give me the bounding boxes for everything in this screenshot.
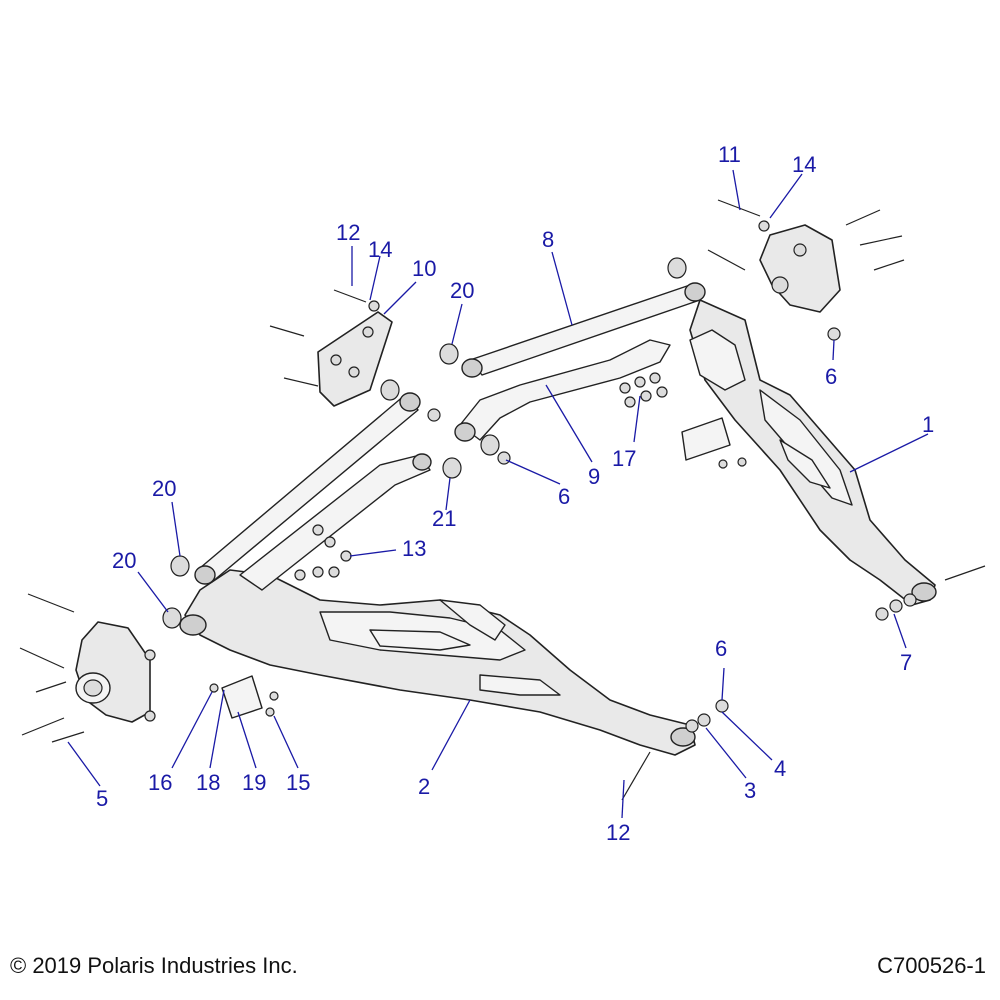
callout-6-lower: 6 — [715, 636, 727, 661]
callout-12-lower: 12 — [606, 820, 630, 845]
callout-10: 10 — [412, 256, 436, 281]
mount-bracket — [317, 311, 393, 407]
callout-20-left-lower: 20 — [112, 548, 136, 573]
callout-labels: 1 2 3 4 5 6 6 6 7 8 9 10 11 12 12 13 14 … — [96, 142, 934, 845]
left-knuckle — [75, 621, 151, 723]
callout-7: 7 — [900, 650, 912, 675]
callout-5: 5 — [96, 786, 108, 811]
callout-1: 1 — [922, 412, 934, 437]
leader-lines — [67, 169, 929, 819]
callout-8: 8 — [542, 227, 554, 252]
callout-13: 13 — [402, 536, 426, 561]
callout-3: 3 — [744, 778, 756, 803]
upper-radius-rod — [461, 282, 706, 378]
diagram-id: C700526-1 — [877, 953, 986, 978]
left-upper-rod — [194, 392, 421, 585]
callout-12-upper: 12 — [336, 220, 360, 245]
callout-14-left: 14 — [368, 237, 392, 262]
right-trailing-arm — [689, 299, 937, 606]
callout-14-right: 14 — [792, 152, 816, 177]
lower-camber-link — [454, 339, 671, 442]
callout-20-left-upper: 20 — [152, 476, 176, 501]
callout-16: 16 — [148, 770, 172, 795]
callout-6-center: 6 — [558, 484, 570, 509]
left-camber-link — [239, 453, 432, 591]
right-knuckle — [759, 224, 841, 313]
copyright-text: © 2019 Polaris Industries Inc. — [10, 953, 298, 978]
callout-21: 21 — [432, 506, 456, 531]
nuts-and-washers — [144, 220, 917, 733]
bolts — [19, 199, 986, 801]
callout-4: 4 — [774, 756, 786, 781]
callout-6-upper-right: 6 — [825, 364, 837, 389]
callout-20-center: 20 — [450, 278, 474, 303]
left-trailing-arm — [179, 569, 696, 756]
callout-11: 11 — [718, 142, 741, 167]
callout-2: 2 — [418, 774, 430, 799]
small-plates — [221, 417, 731, 719]
callout-18: 18 — [196, 770, 220, 795]
callout-17: 17 — [612, 446, 636, 471]
callout-15: 15 — [286, 770, 310, 795]
callout-19: 19 — [242, 770, 266, 795]
callout-9: 9 — [588, 464, 600, 489]
